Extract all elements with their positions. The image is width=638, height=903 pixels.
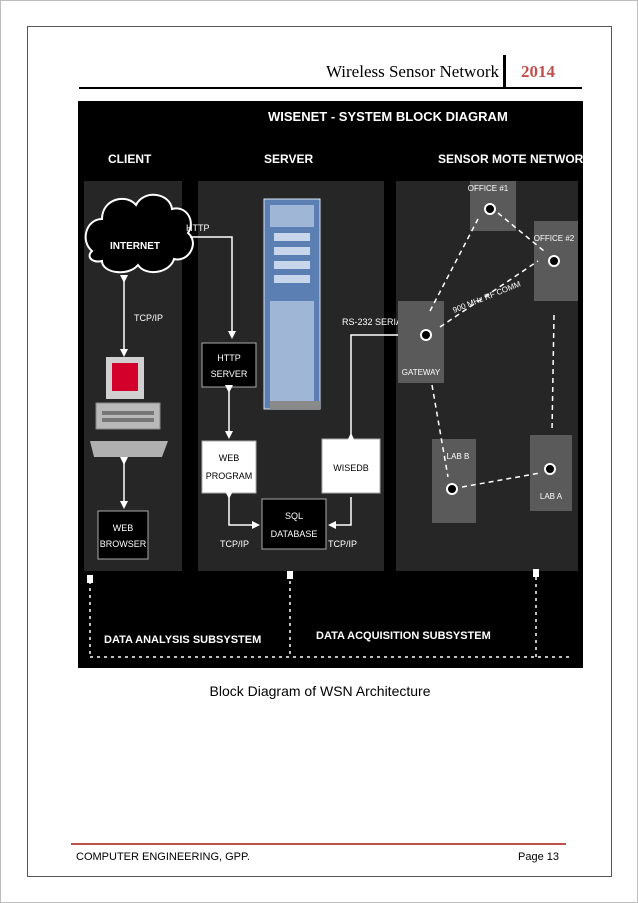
- bracket-marker-left: [87, 575, 93, 583]
- office-1-label: OFFICE #1: [468, 184, 509, 193]
- office-2-mote-icon: [548, 255, 560, 267]
- section-client: CLIENT: [108, 152, 152, 166]
- http-link-arrow: [190, 236, 236, 339]
- http-label: HTTP: [186, 223, 210, 233]
- rf-links: [429, 212, 555, 488]
- header-separator: [503, 55, 506, 89]
- tcp-ip-left-label: TCP/IP: [220, 539, 249, 549]
- server-tower-icon: [263, 198, 321, 410]
- lab-b-mote-icon: [446, 483, 458, 495]
- footer-left-text: COMPUTER ENGINEERING, GPP.: [76, 851, 250, 863]
- http-server-label-line1: HTTP: [217, 353, 241, 363]
- web-program-label-line2: PROGRAM: [206, 471, 253, 481]
- block-diagram: WISENET - SYSTEM BLOCK DIAGRAM CLIENT SE…: [84, 109, 592, 658]
- lab-a-mote-icon: [544, 463, 556, 475]
- lab-b-node: [432, 439, 476, 523]
- data-analysis-subsystem-label: DATA ANALYSIS SUBSYSTEM: [104, 634, 261, 646]
- internet-label: INTERNET: [110, 241, 160, 252]
- web-program-box: [201, 440, 257, 494]
- web-program-label-line1: WEB: [219, 453, 240, 463]
- rs232-label: RS-232 SERIAL: [342, 317, 407, 327]
- section-sensor-mote-network: SENSOR MOTE NETWORK: [438, 152, 583, 166]
- bracket-marker-right: [533, 569, 539, 577]
- gateway-node: [398, 301, 444, 383]
- header-year: 2014: [521, 62, 555, 81]
- office-2-label: OFFICE #2: [534, 234, 575, 243]
- wisedb-box: [321, 438, 381, 494]
- page-header: Wireless Sensor Network 2014: [79, 55, 582, 89]
- tcp-ip-right-label: TCP/IP: [328, 539, 357, 549]
- lab-b-label: LAB B: [447, 452, 470, 461]
- page-border: [27, 26, 612, 877]
- header-rule: [79, 87, 582, 89]
- sql-database-box: [261, 498, 327, 550]
- bracket-marker-middle: [287, 571, 293, 579]
- web-program-to-sql-arrow: [225, 491, 260, 529]
- header-title: Wireless Sensor Network: [325, 62, 499, 81]
- diagram-title: WISENET - SYSTEM BLOCK DIAGRAM: [268, 109, 508, 124]
- page-number: Page 13: [518, 851, 559, 863]
- subsystem-brackets: [89, 577, 570, 658]
- http-server-box: [201, 342, 257, 388]
- section-server: SERVER: [264, 152, 313, 166]
- gateway-mote-icon: [420, 329, 432, 341]
- internet-cloud: [84, 194, 194, 274]
- web-browser-label-line2: BROWSER: [100, 539, 147, 549]
- block-diagram-figure: WISENET - SYSTEM BLOCK DIAGRAM CLIENT SE…: [78, 101, 592, 668]
- wisedb-to-sql-arrow: [328, 497, 352, 529]
- office-1-mote-icon: [484, 203, 496, 215]
- lab-a-label: LAB A: [540, 492, 563, 501]
- sql-database-label-line2: DATABASE: [271, 529, 318, 539]
- tcp-ip-client-label: TCP/IP: [134, 313, 163, 323]
- footer-rule: [71, 843, 566, 845]
- wisedb-label: WISEDB: [333, 463, 369, 473]
- data-acquisition-subsystem-label: DATA ACQUISITION SUBSYSTEM: [316, 630, 491, 642]
- computer-icon: [90, 357, 168, 457]
- web-browser-box: [97, 510, 149, 560]
- gateway-label: GATEWAY: [402, 368, 441, 377]
- figure-caption: Block Diagram of WSN Architecture: [209, 683, 431, 699]
- web-browser-label-line1: WEB: [113, 523, 134, 533]
- http-server-label-line2: SERVER: [211, 369, 248, 379]
- sql-database-label-line1: SQL: [285, 511, 303, 521]
